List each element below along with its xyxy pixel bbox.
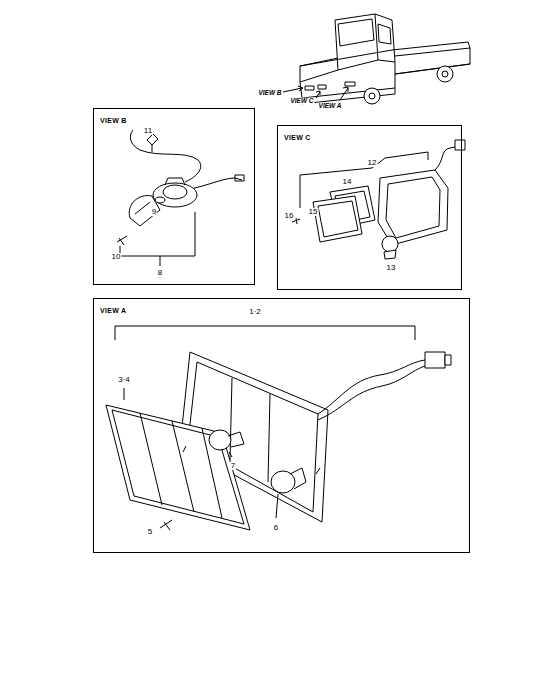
callout-number: 6 [273,524,279,532]
callout-number: 13 [386,264,397,272]
callout-number: 12 [367,159,378,167]
callout-number: 7 [230,462,236,470]
view-label: VIEW A [94,303,132,318]
view-panel: VIEW A [93,298,470,553]
callout-number: 11 [143,127,153,135]
rear-combination-lamp [106,326,451,530]
view-marker: VIEW C [289,98,314,105]
callout-number: 14 [342,178,353,186]
callout-number: 10 [111,253,122,261]
callout-number: 8 [157,269,163,277]
side-lamp [292,140,465,259]
callout-number: 5 [147,528,153,536]
licence-lamp [117,130,244,266]
view-label: VIEW C [278,130,317,145]
callout-number: 3·4 [117,376,131,384]
truck-inset [283,14,470,104]
view-marker: VIEW A [318,103,343,110]
callout-number: 16 [284,212,295,220]
view-label: VIEW B [94,113,133,128]
view-panel: VIEW C [277,125,462,290]
callout-number: 15 [308,208,319,216]
callout-number: 1·2 [248,308,262,316]
view-marker: VIEW B [257,90,282,97]
callout-number: 9 [151,208,157,216]
